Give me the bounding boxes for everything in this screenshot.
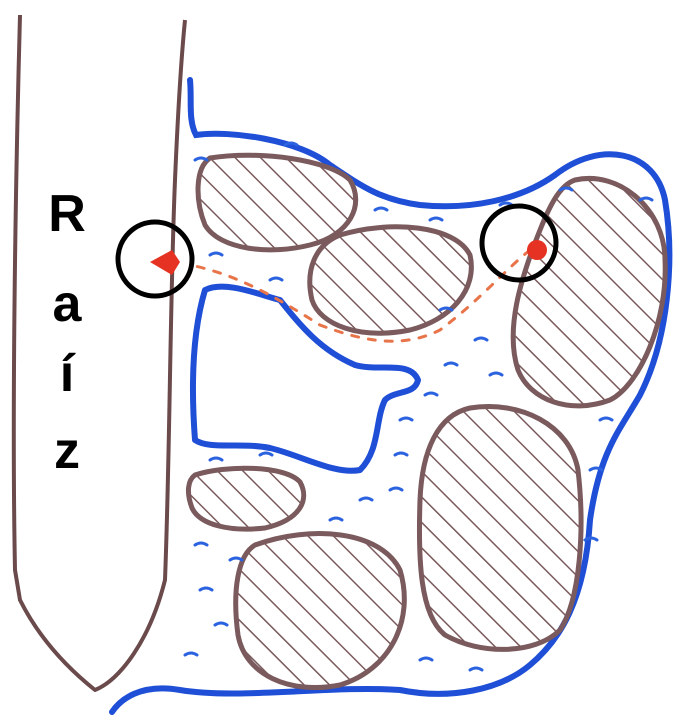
- water-dash: [420, 658, 432, 660]
- water-dash: [400, 418, 412, 420]
- water-dash: [195, 543, 207, 545]
- water-dash: [445, 363, 457, 365]
- water-dash: [270, 278, 282, 280]
- soil-particle-4: [188, 468, 303, 529]
- water-dash: [185, 653, 197, 655]
- root-label-letter-a: a: [42, 278, 92, 330]
- water-dash: [360, 498, 372, 500]
- water-dash: [475, 338, 487, 340]
- root-shape: [14, 15, 185, 690]
- water-dash: [395, 453, 407, 455]
- water-dash: [430, 218, 442, 220]
- soil-particle-6: [419, 407, 581, 650]
- water-dash: [375, 208, 387, 210]
- soil-particle-1: [198, 155, 356, 250]
- water-dash: [210, 253, 222, 255]
- water-dash: [425, 393, 437, 395]
- water-dash: [330, 518, 342, 520]
- soil-particle-5: [236, 534, 405, 688]
- water-dash: [260, 453, 272, 455]
- soil-particle-2: [310, 227, 472, 333]
- water-dash: [470, 668, 482, 670]
- water-dash: [210, 458, 222, 460]
- water-dash: [590, 468, 602, 470]
- water-dash: [200, 588, 212, 590]
- water-dash: [640, 198, 652, 200]
- root-label-letter-i: í: [42, 348, 92, 400]
- water-dash: [195, 158, 207, 160]
- water-dash: [215, 623, 227, 625]
- water-dash: [390, 488, 402, 490]
- root-label-letter-r: R: [42, 188, 92, 240]
- red-dot-icon: [527, 240, 547, 260]
- root-label-letter-z: z: [42, 425, 92, 477]
- water-dash: [600, 418, 612, 420]
- water-dash: [230, 558, 242, 560]
- water-dash: [490, 373, 502, 375]
